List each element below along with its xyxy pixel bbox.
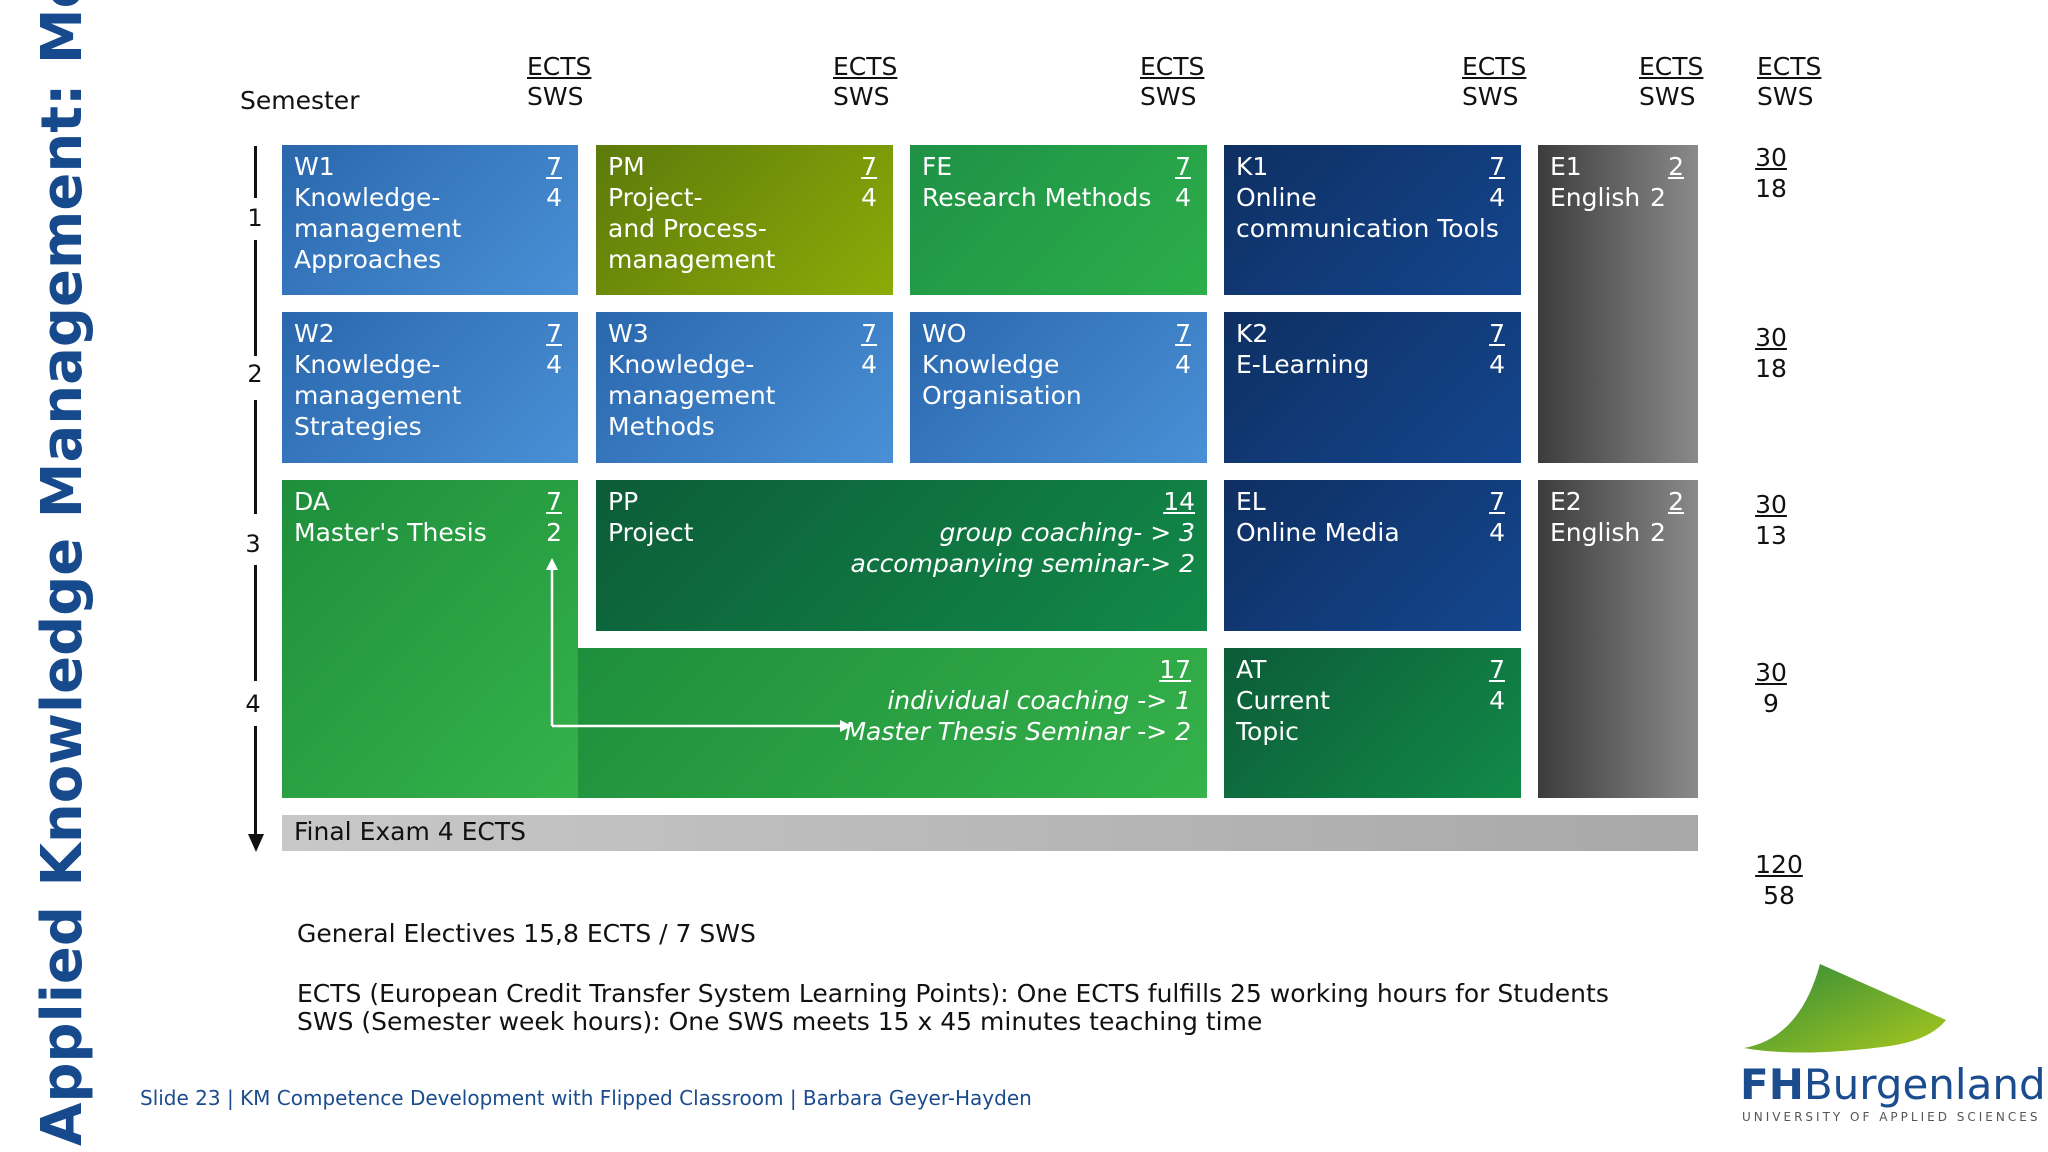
electives-note: General Electives 15,8 ECTS / 7 SWS (297, 919, 756, 948)
sws-definition: SWS (Semester week hours): One SWS meets… (297, 1007, 1263, 1036)
module-e2[interactable]: E2 English 2 2 (1538, 480, 1698, 798)
semester-axis-line (254, 726, 257, 838)
semester-axis-line (254, 400, 257, 514)
fh-burgenland-logo-icon (1744, 964, 1946, 1053)
slide-footer: Slide 23 | KM Competence Development wit… (140, 1086, 1032, 1110)
final-exam-label: Final Exam 4 ECTS (294, 817, 527, 846)
ects-definition: ECTS (European Credit Transfer System Le… (297, 979, 1609, 1008)
thesis-flow-arrow-icon (546, 558, 852, 732)
semester-number: 2 (247, 360, 263, 388)
semester-axis-arrow-icon (248, 834, 264, 852)
semester-axis-line (254, 146, 257, 198)
logo-wordmark: FHBurgenland (1740, 1060, 2046, 1109)
logo-subtitle: UNIVERSITY OF APPLIED SCIENCES (1742, 1110, 2041, 1124)
thesis-extension[interactable]: 17 individual coaching -> 1 Master Thesi… (578, 648, 1207, 798)
module-e1[interactable]: E1 English 2 2 (1538, 145, 1698, 463)
module-pp[interactable]: PP Project 14 group coaching- > 3 accomp… (596, 480, 1207, 631)
semester-label: Semester (240, 86, 360, 115)
semester-axis-line (254, 565, 257, 681)
semester-number: 4 (245, 690, 261, 718)
final-exam-bar: Final Exam 4 ECTS (282, 815, 1698, 851)
semester-axis-line (254, 240, 257, 356)
semester-number: 1 (247, 204, 263, 232)
slide-title: Applied Knowledge Management: Modules (30, 0, 95, 1146)
semester-number: 3 (245, 530, 261, 558)
